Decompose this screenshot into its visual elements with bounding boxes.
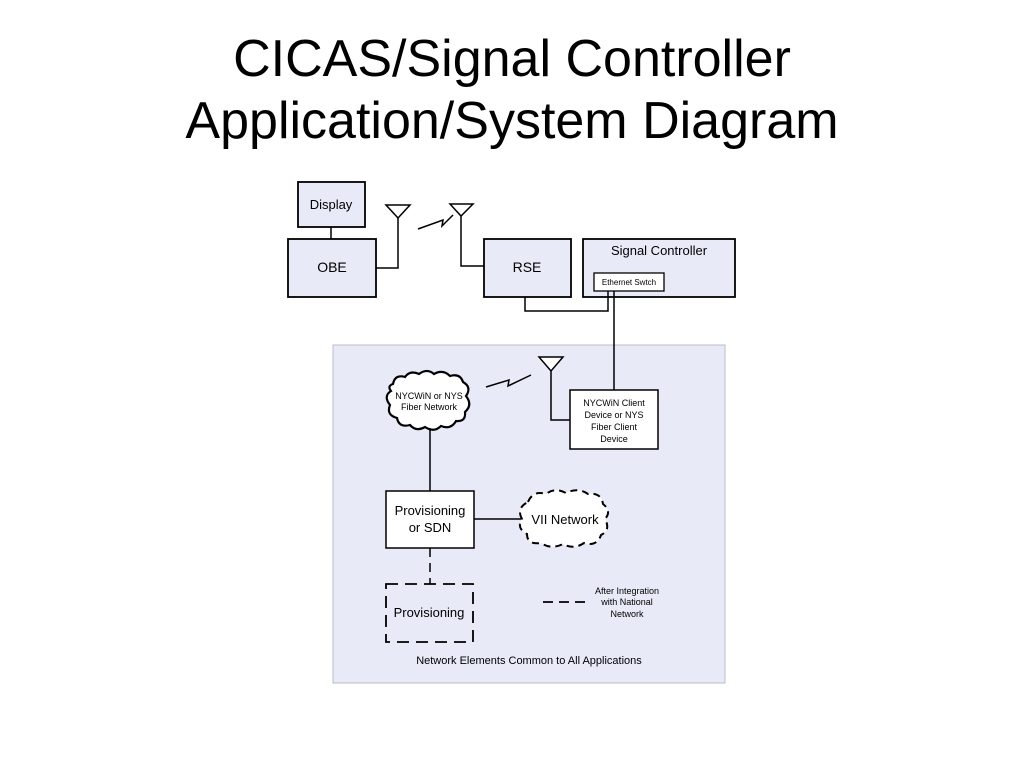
obe-label: OBE	[317, 259, 347, 275]
provisioning-box	[385, 583, 474, 643]
legend-label-1: After Integration	[595, 586, 659, 596]
provisioning-sdn-label-2: or SDN	[409, 520, 452, 535]
nycwin-network-cloud	[385, 369, 471, 431]
obe-antenna-icon	[376, 204, 412, 269]
nycwin-client-label-2: Device or NYS	[584, 410, 643, 420]
title-line-2: Application/System Diagram	[185, 92, 839, 150]
provisioning-label: Provisioning	[394, 605, 465, 620]
ethernet-switch-box	[593, 272, 665, 292]
signal-controller-label: Signal Controller	[611, 243, 708, 258]
display-label: Display	[310, 197, 353, 212]
rse-switch-link	[524, 291, 609, 312]
nycwin-network-label-1: NYCWiN or NYS	[395, 391, 463, 401]
legend-label-2: with National	[600, 597, 653, 607]
vii-network-cloud	[518, 489, 609, 548]
nycwin-client-label-3: Fiber Client	[591, 422, 638, 432]
nycwin-network-label-2: Fiber Network	[401, 402, 458, 412]
wireless-link-icon	[417, 214, 454, 230]
title-line-1: CICAS/Signal Controller	[233, 30, 791, 88]
obe-box	[287, 238, 377, 298]
wireless-link-icon-lower	[485, 374, 532, 388]
display-box	[297, 181, 366, 228]
nycwin-client-label-1: NYCWiN Client	[583, 398, 645, 408]
panel-caption: Network Elements Common to All Applicati…	[416, 655, 642, 667]
vii-network-label: VII Network	[531, 512, 599, 527]
page-title: CICAS/Signal Controller Application/Syst…	[0, 28, 1024, 152]
ethernet-switch-label: Ethernet Swtch	[602, 278, 656, 287]
provisioning-sdn-label-1: Provisioning	[395, 503, 466, 518]
provisioning-sdn-box	[385, 490, 475, 549]
rse-label: RSE	[513, 259, 542, 275]
legend-label-3: Network	[610, 609, 644, 619]
nycwin-client-label-4: Device	[600, 434, 628, 444]
rse-antenna-icon	[448, 203, 484, 267]
client-antenna-icon	[537, 356, 570, 421]
nycwin-client-box	[569, 389, 659, 450]
rse-box	[483, 238, 572, 298]
